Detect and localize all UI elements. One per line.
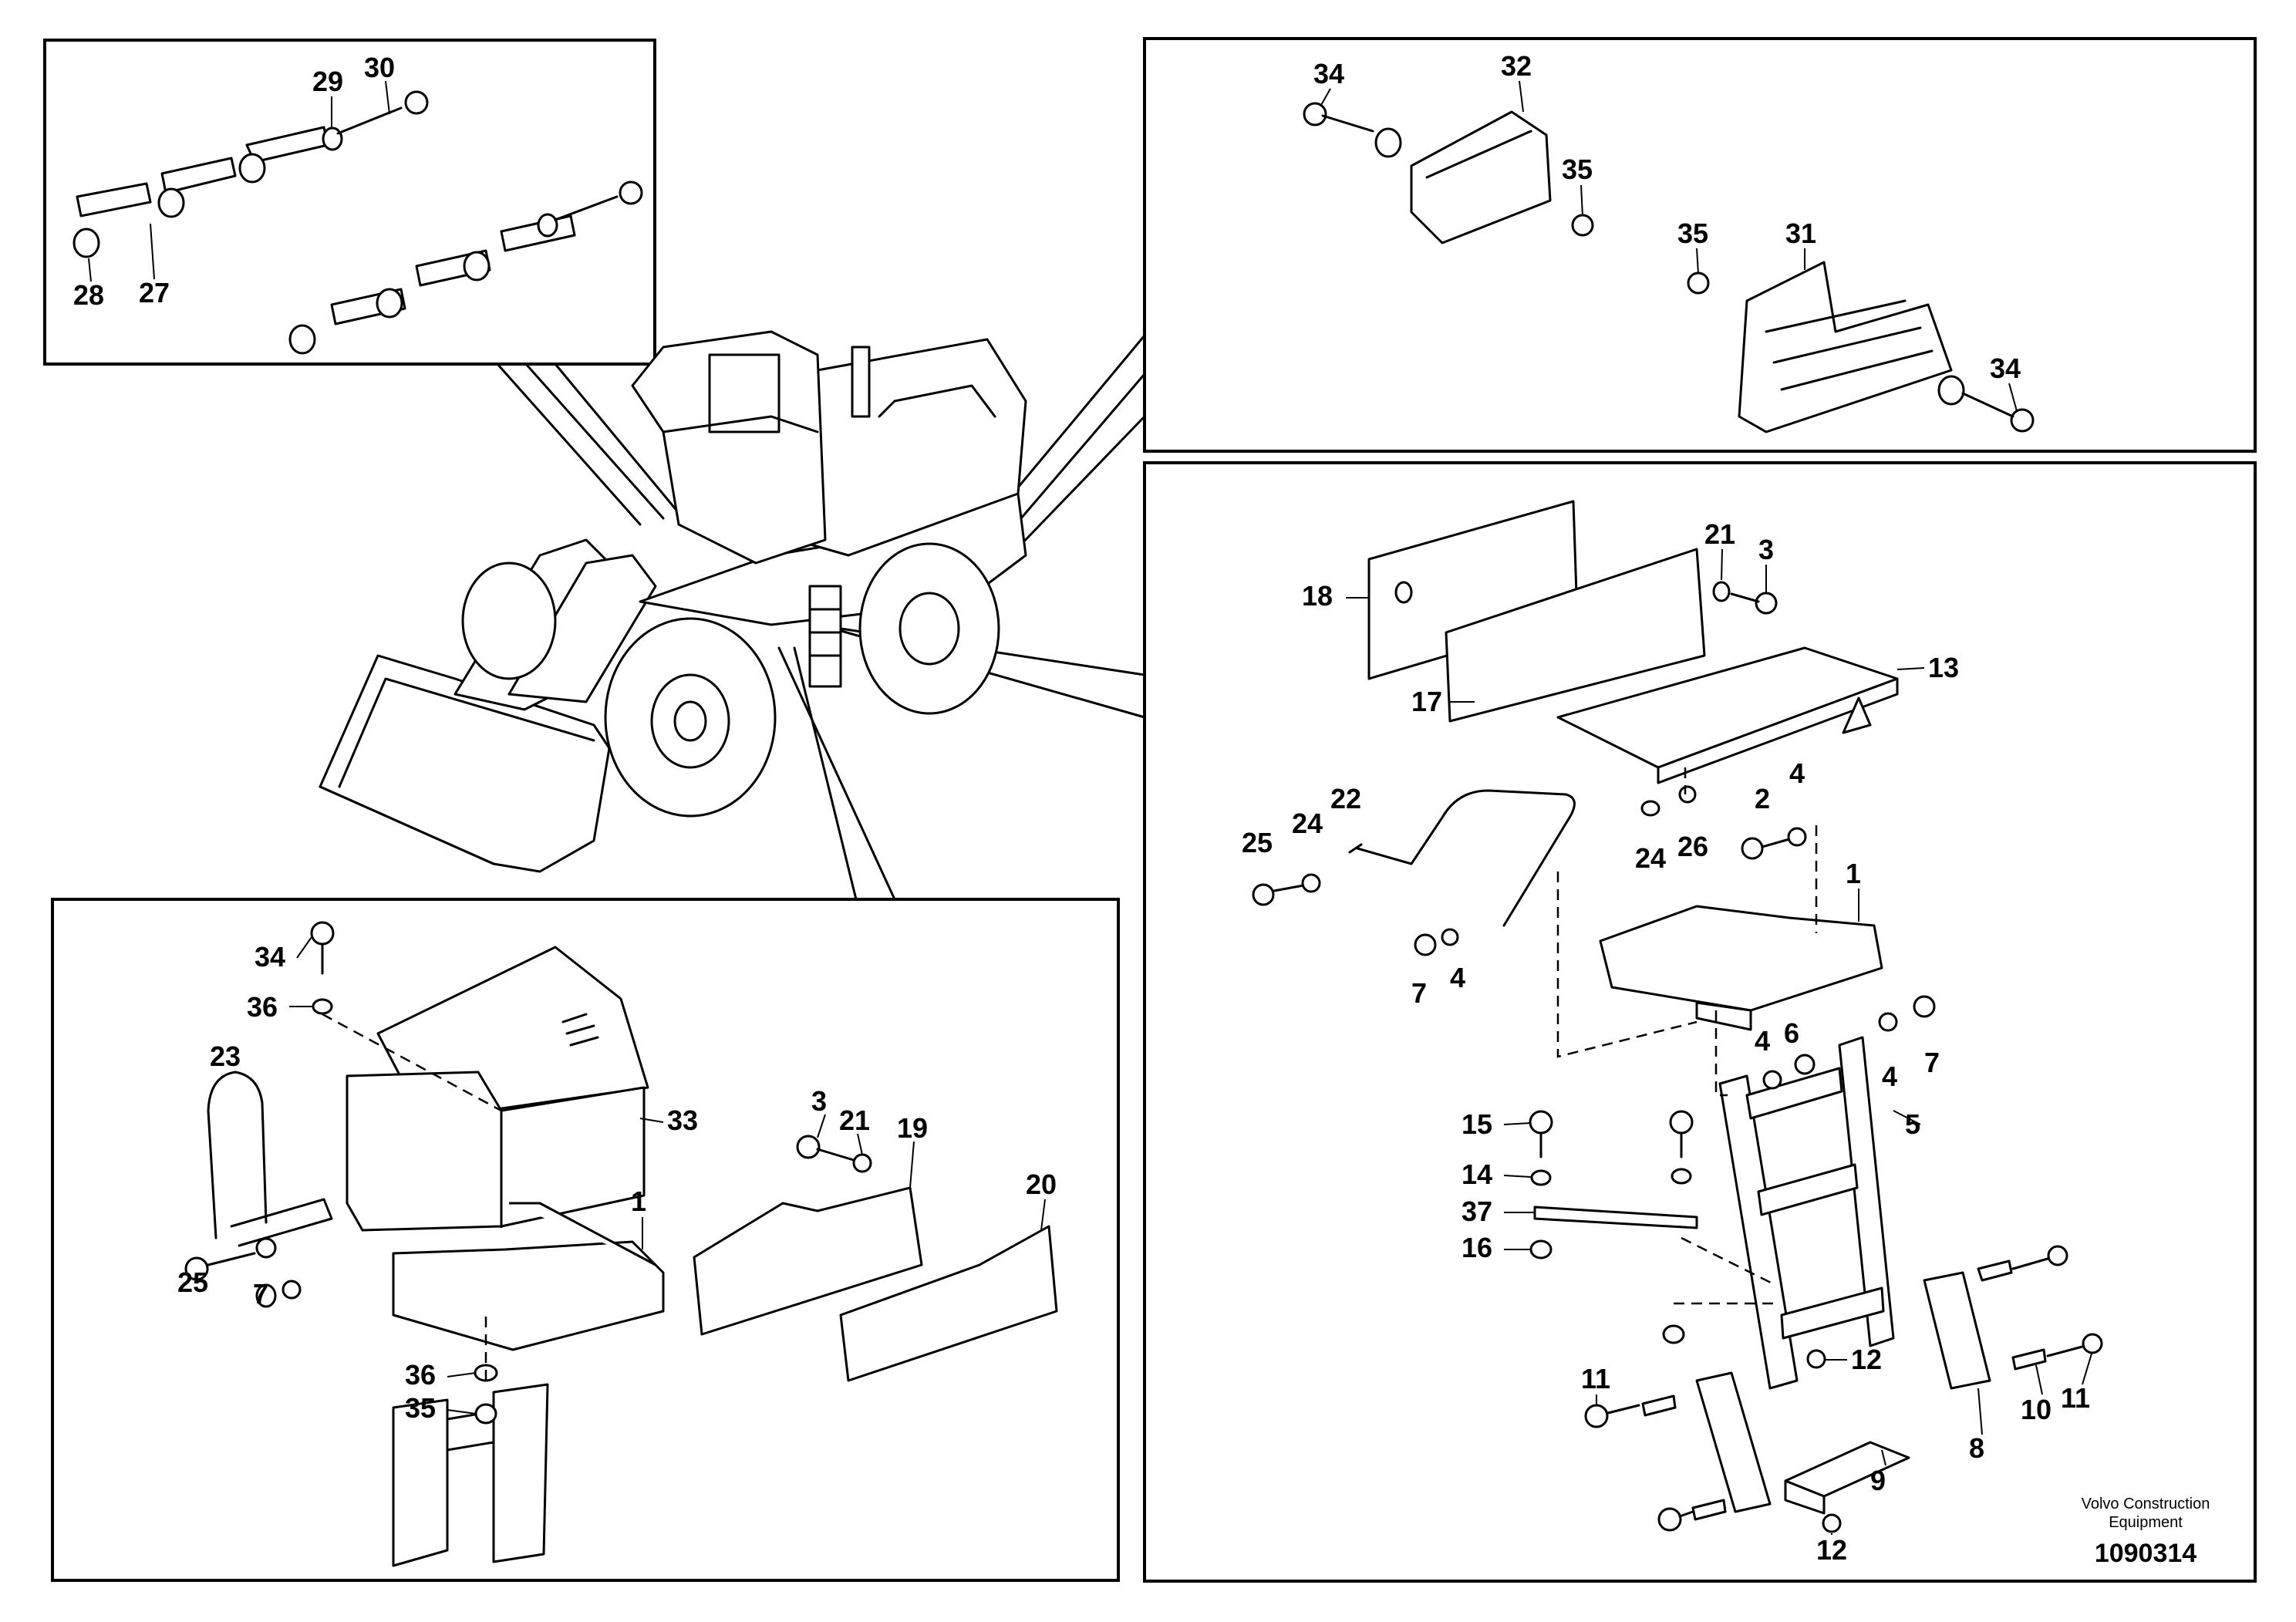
callout-7: 7: [253, 1278, 268, 1310]
callout-8: 8: [1969, 1432, 1984, 1464]
ladder-platform-assembly: [1252, 500, 2103, 1533]
callout-35-upper: 35: [1562, 153, 1593, 185]
callout-5: 5: [1905, 1108, 1920, 1140]
document-number: 1090314: [2095, 1539, 2197, 1568]
callout-14: 14: [1462, 1158, 1492, 1190]
callout-18: 18: [1302, 580, 1333, 612]
callout-24-left: 24: [1292, 808, 1323, 839]
callout-9: 9: [1870, 1465, 1886, 1496]
callout-6: 6: [1784, 1017, 1799, 1049]
callout-28: 28: [73, 279, 104, 311]
callout-25: 25: [177, 1266, 208, 1298]
callout-4-top: 4: [1789, 757, 1805, 789]
callout-21: 21: [839, 1104, 870, 1136]
callout-36-upper: 36: [247, 991, 278, 1023]
callout-7-right: 7: [1924, 1047, 1940, 1078]
cab-mount-assemblies: [72, 90, 643, 355]
detail-frame-steps: [1143, 37, 2257, 453]
callout-3: 3: [811, 1085, 827, 1117]
callout-34: 34: [255, 941, 285, 973]
callout-35-lower: 35: [1677, 218, 1708, 249]
callout-32: 32: [1501, 50, 1532, 82]
callout-37: 37: [1462, 1195, 1492, 1227]
callout-26: 26: [1677, 831, 1708, 862]
callout-10: 10: [2021, 1394, 2052, 1425]
callout-3: 3: [1758, 534, 1774, 565]
callout-15: 15: [1462, 1108, 1492, 1140]
callout-35: 35: [405, 1392, 436, 1424]
callout-22: 22: [1330, 783, 1361, 814]
callout-20: 20: [1026, 1168, 1057, 1200]
wheel-loader-illustration: [319, 330, 1027, 873]
callouts-battery-box: 34 36 23 33 25 7 1 3 21 19 20 36 35: [177, 936, 1057, 1424]
callout-4-right: 4: [1882, 1061, 1897, 1092]
callout-23: 23: [210, 1040, 241, 1072]
callout-27: 27: [139, 277, 170, 309]
callout-1: 1: [1846, 858, 1861, 889]
callout-30: 30: [364, 52, 395, 83]
callout-17: 17: [1411, 686, 1442, 717]
callout-4-left: 4: [1450, 962, 1465, 993]
callout-4-ladder-left: 4: [1755, 1025, 1770, 1057]
callout-7-left: 7: [1411, 977, 1427, 1009]
detail-frame-battery: [51, 898, 1120, 1582]
callout-1: 1: [631, 1185, 646, 1217]
callout-11-right: 11: [2061, 1382, 2090, 1414]
callout-34-upper: 34: [1313, 58, 1344, 89]
brand-line-2: Equipment: [2109, 1514, 2183, 1531]
footer-block: Volvo Construction Equipment 1090314: [2082, 1496, 2210, 1568]
callouts-cab-mounts: 29 30 28 27: [73, 52, 395, 311]
step-assemblies: [1303, 102, 2035, 433]
callout-16: 16: [1462, 1232, 1492, 1263]
callout-21: 21: [1704, 518, 1735, 550]
callout-34-lower: 34: [1990, 352, 2021, 384]
callout-19: 19: [897, 1112, 928, 1144]
callout-11-left: 11: [1581, 1363, 1610, 1394]
callout-31: 31: [1785, 218, 1816, 249]
callouts-steps: 34 32 35 35 31 34: [1313, 50, 2021, 412]
detail-frame-ladder: [1143, 461, 2257, 1583]
callouts-ladder-platform: 21 3 18 13 17 22 25 24 24 26 2 4 1 7 4 4…: [1242, 518, 2092, 1566]
battery-box-assembly: [184, 921, 1058, 1567]
callout-25: 25: [1242, 827, 1273, 858]
callout-13: 13: [1928, 652, 1959, 683]
callout-12-upper: 12: [1851, 1344, 1882, 1375]
brand-line-1: Volvo Construction: [2082, 1496, 2210, 1512]
callout-12-lower: 12: [1816, 1534, 1847, 1566]
callout-29: 29: [312, 66, 343, 97]
callout-2: 2: [1755, 783, 1770, 814]
callout-24-mid: 24: [1635, 842, 1666, 874]
detail-frame-mounts: [43, 39, 656, 366]
callout-33: 33: [667, 1104, 698, 1136]
callout-36-lower: 36: [405, 1359, 436, 1391]
